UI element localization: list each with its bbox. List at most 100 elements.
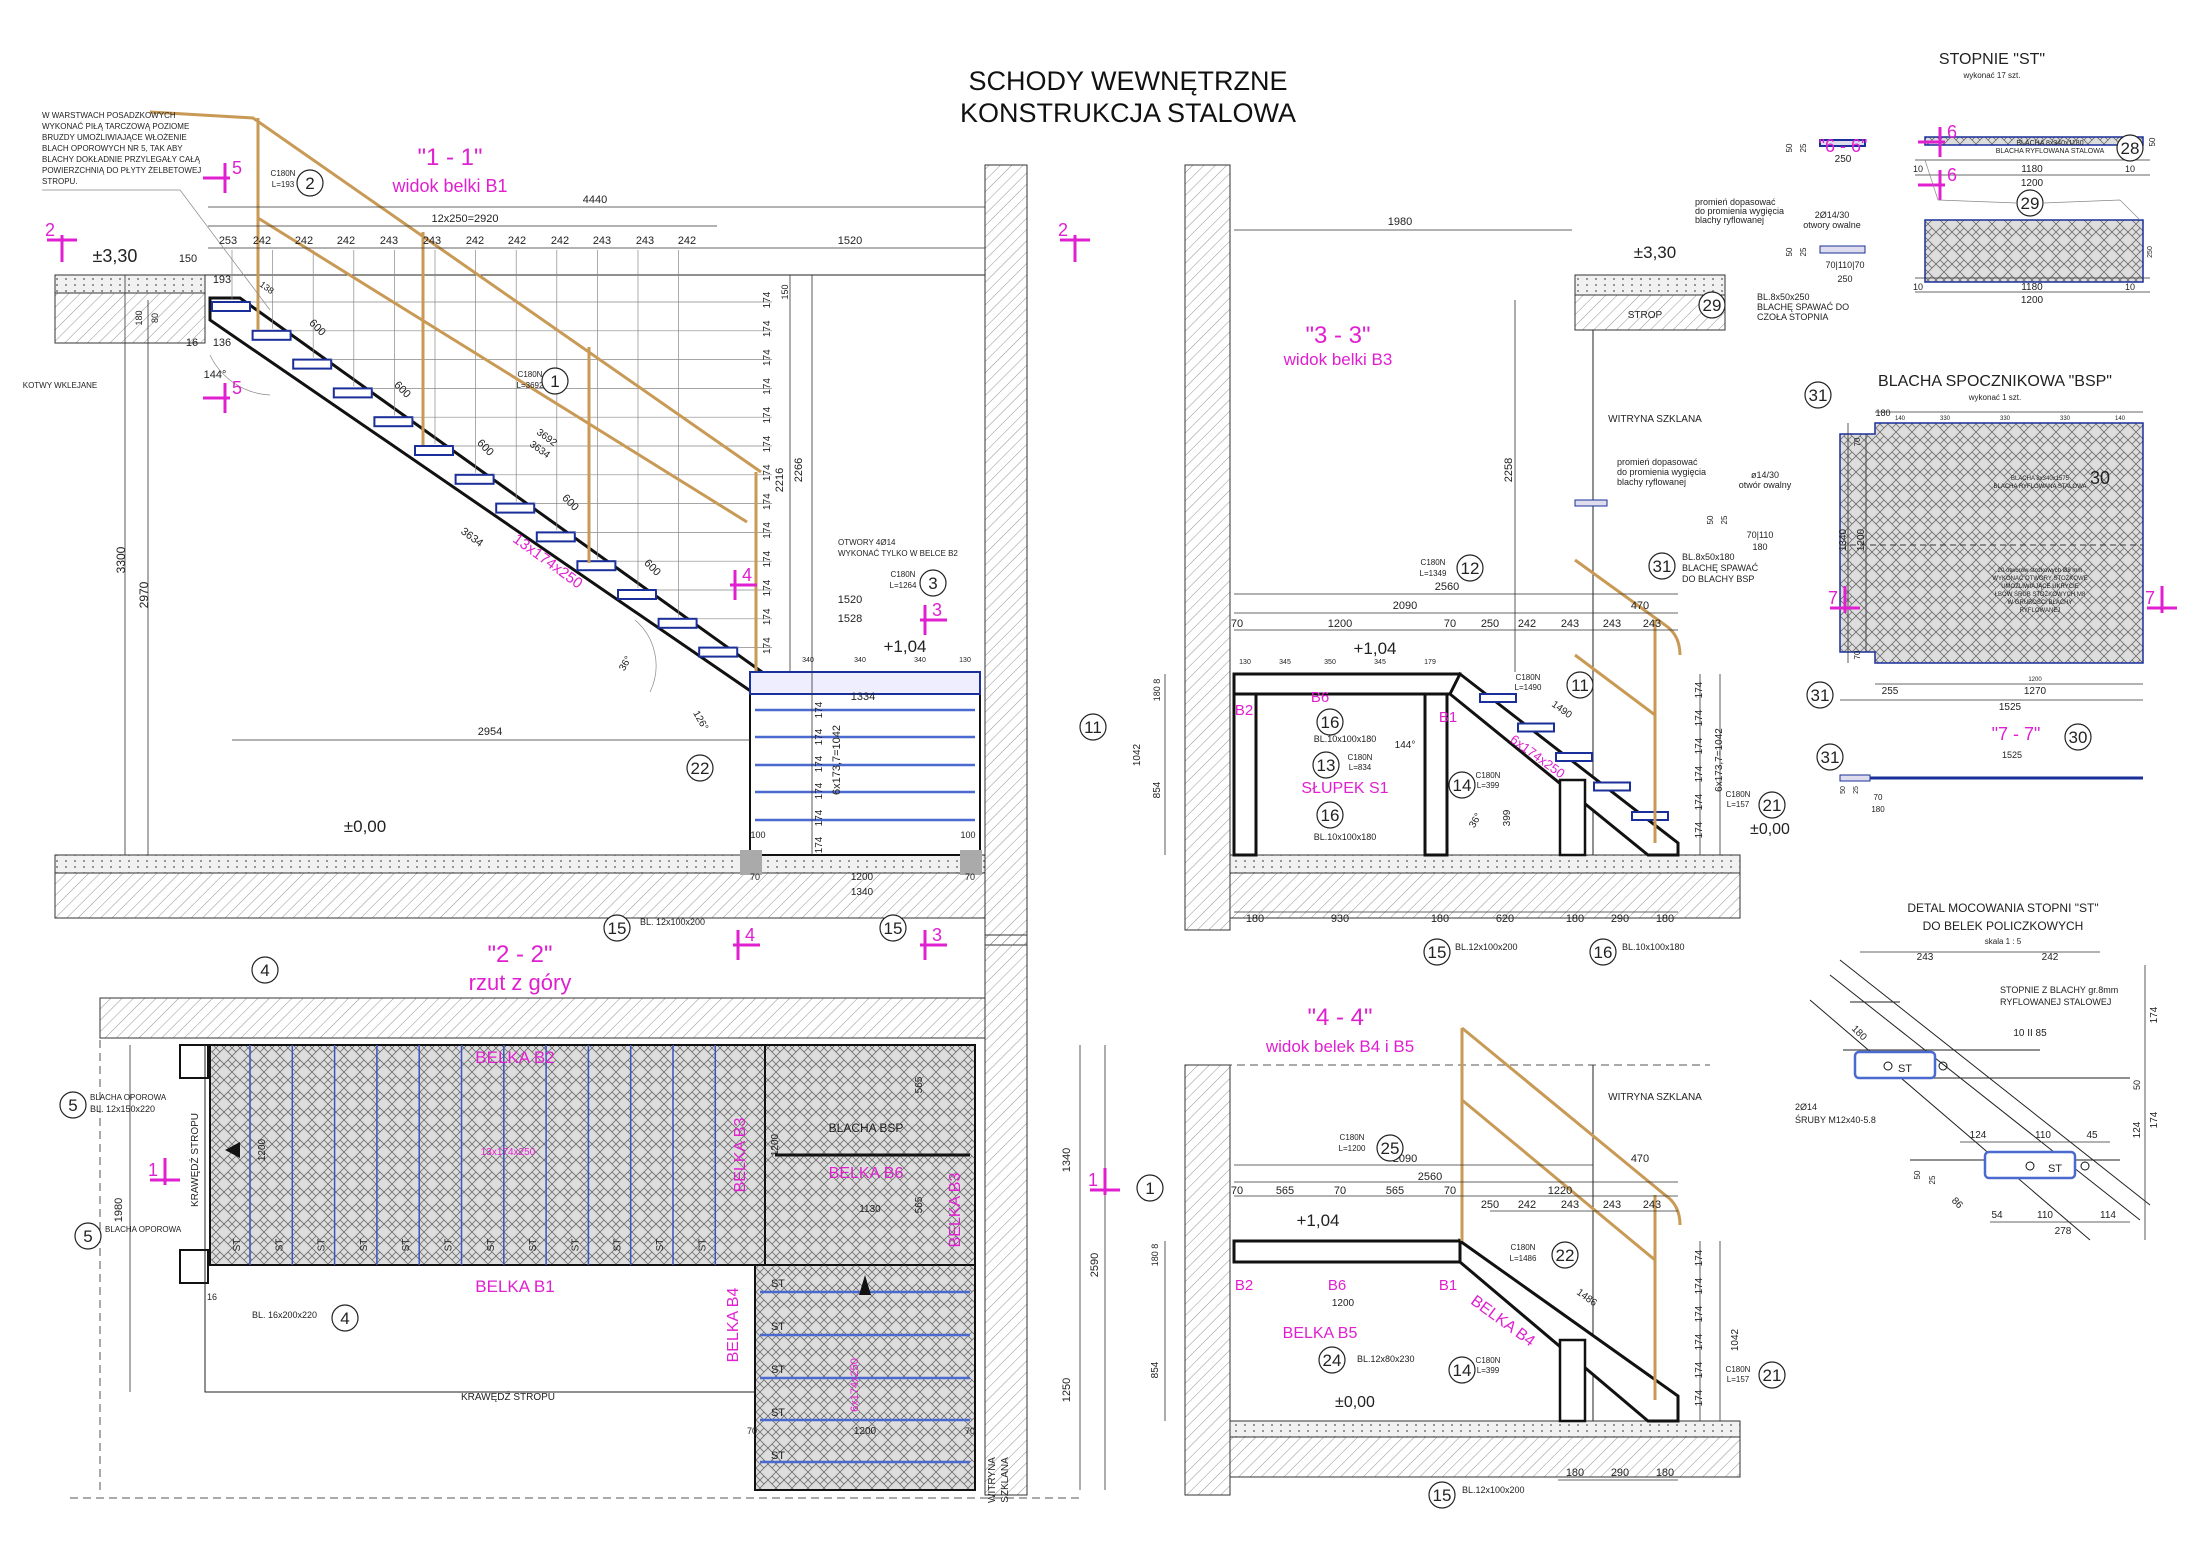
leader-line — [1924, 159, 2141, 221]
label: "4 - 4" — [1307, 1004, 1372, 1031]
step-tread — [698, 646, 739, 658]
label: L=834 — [1349, 763, 1372, 772]
direction-arrow — [859, 1275, 871, 1295]
label: 242 — [1518, 1199, 1536, 1211]
bsp-plate — [1839, 422, 2144, 664]
label: STROP — [1628, 310, 1663, 321]
section-2-2-plan — [70, 934, 1106, 1499]
plate-31-profile — [1839, 774, 1871, 782]
label: 1486 — [1574, 1287, 1599, 1309]
callout-circle — [74, 1222, 102, 1250]
dimension-lines — [124, 206, 985, 855]
part-number-callout: 15 — [879, 914, 907, 942]
label: SZKLANA — [1000, 1457, 1011, 1503]
step-tread — [576, 560, 617, 572]
label: "2 - 2" — [487, 941, 552, 968]
label: 1200 — [1332, 1298, 1355, 1309]
label: BLACHĘ SPAWAĆ — [1682, 563, 1759, 573]
label: 70 — [1874, 793, 1883, 802]
cut-marker-number: 2 — [1058, 220, 1068, 240]
label: wykonać 1 szt. — [1968, 393, 2021, 402]
dimension-label: L=1264 — [890, 581, 917, 590]
label: ±0,00 — [1335, 1394, 1375, 1411]
wall — [984, 934, 1028, 1496]
section-cut-marker: 2 — [45, 220, 77, 262]
dimension-label: 193 — [213, 274, 231, 286]
dimension-label: 100 — [750, 830, 765, 840]
cut-arrow-icon — [47, 235, 77, 262]
dimension-label: ±0,00 — [344, 817, 386, 836]
riser-dimension: 174 — [1694, 737, 1705, 754]
label: 180 — [1656, 1467, 1674, 1479]
wall — [984, 164, 1028, 946]
section-1-1-view — [54, 110, 1028, 946]
dimension-label: 3634 — [458, 526, 485, 550]
label: 180 — [1871, 805, 1885, 814]
label: 20 otworów stożkowych Ø8 mm — [1998, 568, 2083, 574]
label: otwory owalne — [1803, 220, 1861, 230]
part-number: 16 — [1594, 943, 1613, 962]
dimension-label: 1528 — [838, 613, 862, 625]
label: 180 — [1656, 913, 1674, 925]
section-cut-marker: 7 — [1828, 586, 1860, 613]
note-text: WYKONAĆ PIŁĄ TARCZOWĄ POZIOME — [42, 122, 189, 131]
cut-arrow-icon — [2147, 586, 2177, 613]
dimension-label: 243 — [636, 235, 654, 247]
part-number-callout: 13 — [1312, 751, 1340, 779]
section-cut-marker: 3 — [920, 600, 947, 635]
part-number: 21 — [1763, 796, 1782, 815]
label: promień dopasować — [1617, 457, 1698, 467]
slab-edge-line — [204, 1045, 755, 1393]
label: UMOŻLIWIAJĄCE UKRYCIE — [2001, 583, 2079, 590]
label: 1200 — [257, 1138, 268, 1161]
part-number-callout: 22 — [686, 754, 714, 782]
step-tread — [414, 445, 454, 456]
dimension-label: ±3,30 — [93, 246, 138, 266]
drawing-title-line2: KONSTRUKCJA STALOWA — [960, 98, 1296, 128]
label: BL.10x100x180 — [1314, 832, 1377, 842]
section-3-3-view — [1164, 164, 1741, 931]
dimension-label: +1,04 — [883, 637, 926, 656]
label: 70 — [965, 1426, 975, 1436]
label: 25 — [1928, 1175, 1937, 1184]
dimension-label: 253 — [219, 235, 237, 247]
section-6-6-profile — [1819, 139, 1866, 147]
stair-treads — [1479, 693, 1669, 821]
riser-dimension: 174 — [1694, 1249, 1705, 1266]
cut-marker-number: 3 — [932, 925, 942, 945]
step-st-label: ST — [274, 1239, 285, 1252]
label: 250 — [1481, 1199, 1499, 1211]
label: 174 — [2149, 1006, 2160, 1023]
cut-marker-number: 5 — [232, 378, 242, 398]
label: 399 — [1502, 809, 1513, 826]
part-number-callout: 14 — [1448, 771, 1476, 799]
label: 50 — [1785, 247, 1794, 256]
label: 86 — [1949, 1195, 1965, 1211]
label: B6 — [1328, 1277, 1346, 1294]
note-text: W WARSTWACH POSADZKOWYCH — [42, 111, 176, 120]
label: STOPNIE Z BLACHY gr.8mm — [2000, 985, 2118, 995]
callout-circle — [686, 754, 714, 782]
beam-label: BELKA B6 — [829, 1165, 904, 1182]
step-tread — [373, 416, 414, 428]
label: 854 — [1150, 1361, 1161, 1378]
callout-circle — [1448, 771, 1476, 799]
part-number-callout: 16 — [1589, 938, 1617, 966]
bearing-plate — [179, 1044, 209, 1079]
label: 345 — [1374, 659, 1386, 666]
dimension-label: 138 — [258, 279, 276, 296]
cut-arrow-icon — [1918, 170, 1945, 200]
dimension-label: L=3692 — [517, 381, 544, 390]
callout-circle — [1758, 791, 1786, 819]
handrail — [1574, 558, 1682, 717]
part-number: 22 — [691, 759, 710, 778]
riser-dimension: 174 — [762, 320, 773, 337]
step-st-label: ST — [359, 1239, 370, 1252]
label: DETAL MOCOWANIA STOPNI "ST" — [1907, 901, 2098, 915]
part-number-callout: 5 — [74, 1222, 102, 1250]
riser-dimension: 174 — [762, 579, 773, 596]
riser-dimension: 174 — [1694, 681, 1705, 698]
dimension-label: 150 — [179, 253, 197, 265]
